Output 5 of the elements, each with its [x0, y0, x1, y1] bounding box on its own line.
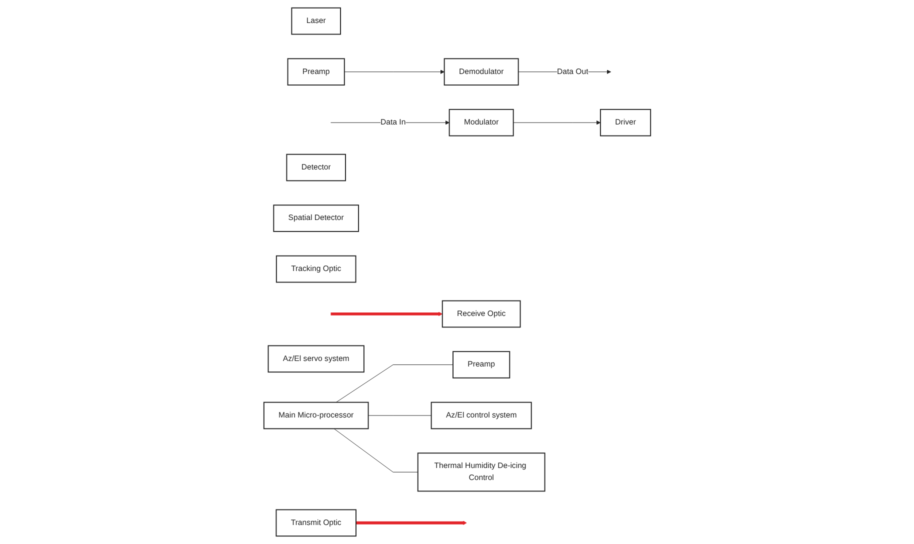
arrow [356, 520, 467, 526]
connector [368, 415, 432, 416]
connector [334, 428, 418, 472]
connector [336, 364, 453, 403]
arrow [330, 312, 442, 316]
